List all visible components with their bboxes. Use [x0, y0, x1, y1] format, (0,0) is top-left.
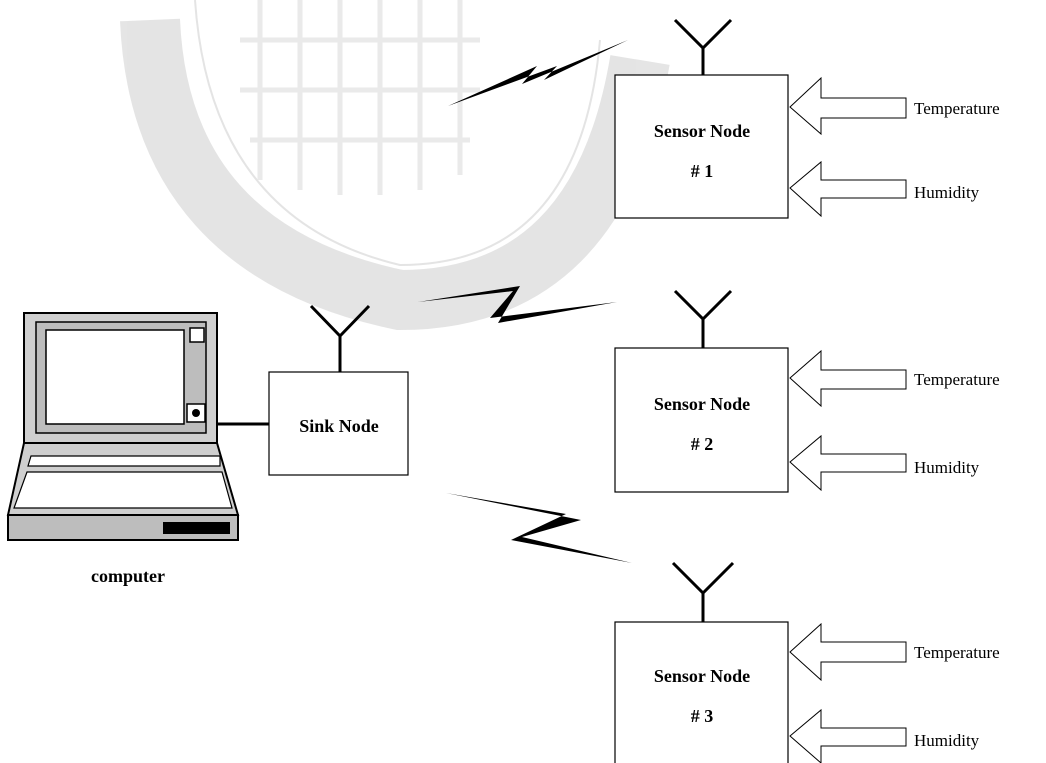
computer-label: computer [91, 566, 165, 586]
humidity-arrow-icon [790, 162, 906, 216]
watermark-seal [150, 0, 640, 300]
computer-icon [8, 313, 238, 540]
sensor-2-number: # 2 [691, 434, 714, 454]
sensor-3-input-humidity: Humidity [914, 731, 980, 750]
wireless-link-1-icon [448, 40, 628, 106]
temperature-arrow-icon [790, 78, 906, 134]
temperature-arrow-icon [790, 351, 906, 406]
humidity-arrow-icon [790, 710, 906, 763]
sensor-node-3: Sensor Node # 3 Temperature Humidity [615, 563, 1000, 763]
sensor-2-input-humidity: Humidity [914, 458, 980, 477]
sensor-3-number: # 3 [691, 706, 714, 726]
humidity-arrow-icon [790, 436, 906, 490]
sensor-node-1: Sensor Node # 1 Temperature Humidity [615, 20, 1000, 218]
sensor-3-antenna-icon [673, 563, 733, 593]
sink-node: Sink Node [269, 306, 408, 475]
sensor-2-input-temperature: Temperature [914, 370, 1000, 389]
sensor-1-antenna-icon [675, 20, 731, 48]
sensor-1-title: Sensor Node [654, 121, 750, 141]
sensor-3-input-temperature: Temperature [914, 643, 1000, 662]
temperature-arrow-icon [790, 624, 906, 680]
wireless-link-3-icon [446, 493, 632, 563]
sensor-1-input-temperature: Temperature [914, 99, 1000, 118]
sensor-2-antenna-icon [675, 291, 731, 319]
sink-node-label: Sink Node [299, 416, 379, 436]
sensor-1-number: # 1 [691, 161, 714, 181]
sensor-2-title: Sensor Node [654, 394, 750, 414]
sensor-node-2: Sensor Node # 2 Temperature Humidity [615, 291, 1000, 492]
sensor-3-title: Sensor Node [654, 666, 750, 686]
sensor-1-input-humidity: Humidity [914, 183, 980, 202]
